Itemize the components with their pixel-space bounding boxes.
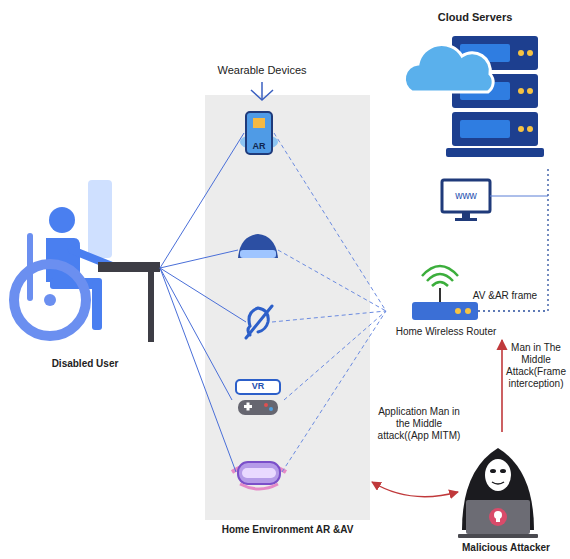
vr-gamepad-icon	[236, 380, 280, 415]
connector	[501, 340, 503, 432]
router-icon	[412, 266, 478, 320]
pointer-arrow	[251, 82, 273, 100]
hearing-impaired-icon	[246, 306, 272, 338]
node-text: AR	[253, 141, 266, 152]
connector	[372, 482, 458, 497]
attacker-node: Malicious Attacker	[450, 432, 562, 556]
wheelchair-user-icon	[14, 180, 160, 342]
attacker-icon	[458, 448, 538, 538]
connector	[160, 133, 244, 268]
node-text: Malicious Attacker	[462, 542, 550, 554]
goggles-icon	[232, 462, 286, 489]
node-text: Cloud Servers	[438, 11, 513, 24]
device-links	[160, 250, 246, 472]
node-text: www	[455, 190, 477, 202]
edge-label: AV &AR frame	[468, 290, 542, 302]
connector	[160, 268, 232, 400]
edge-label: Application Man in the Middle attack((Ap…	[370, 406, 468, 442]
node-text: VR	[252, 381, 265, 392]
node-text: Disabled User	[52, 358, 119, 370]
ar-device: AR	[244, 112, 274, 154]
vr-device: VR	[232, 380, 284, 420]
server-node: Cloud Servers	[395, 10, 555, 168]
node-text: Home Wireless Router	[396, 326, 497, 338]
ar-phone-icon	[240, 112, 278, 154]
web-monitor-icon	[442, 180, 548, 221]
heading-label: Wearable Devices	[200, 64, 324, 77]
web-node: www	[446, 183, 486, 209]
server-icon	[404, 36, 544, 157]
connector	[284, 311, 386, 400]
connector	[478, 168, 548, 311]
edge-label: Man in The Middle Attack(Frame intercept…	[506, 342, 566, 390]
connector	[274, 133, 386, 311]
environment-panel: Home Environment AR &AVARVR	[205, 95, 370, 520]
headset-icon	[238, 234, 278, 258]
user-node: Disabled User	[10, 178, 160, 372]
node-text: Home Environment AR &AV	[175, 524, 400, 536]
